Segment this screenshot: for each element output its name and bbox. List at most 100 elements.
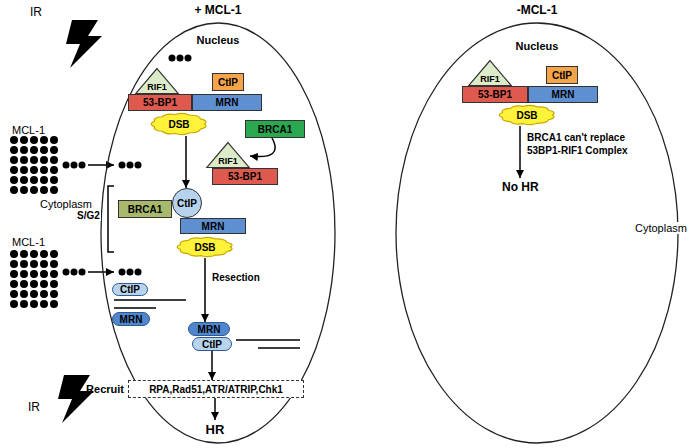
node-label: 53-BP1 [478,89,512,100]
node-label: DSB [516,110,537,121]
mcl1-dot [20,290,28,298]
protein-box: MRN [112,312,150,326]
mcl1-dot [20,146,28,154]
node-label: 53-BP1 [143,97,177,108]
flow-arrow [214,398,216,420]
mcl1-dot [10,156,18,164]
dsb-cloud: DSB [150,112,208,136]
node-label: RIF1 [480,74,500,84]
node-label: DSB [168,119,189,130]
node-label: MRN [198,324,221,335]
protein-box: MRN [180,218,246,234]
mcl1-dot [20,270,28,278]
mcl1-dot [20,250,28,258]
mcl1-dot [40,280,48,288]
mcl1-dot [50,186,58,194]
mcl1-dot [20,176,28,184]
mcl1-dot [40,300,48,308]
mcl1-dot [79,162,86,169]
mcl1-dot [40,260,48,268]
protein-box: MRN [528,86,598,103]
dna-strand [236,340,300,348]
protein-box: MRN [192,94,262,111]
rif1-triangle: RIF1 [135,68,179,94]
cloud-outline [177,237,232,256]
protein-box: CtIP [212,73,244,91]
mcl1-dot [20,156,28,164]
mcl1-dot [40,156,48,164]
node-label: MRN [552,89,575,100]
mcl1-dot [63,269,70,276]
mcl1-dot [50,176,58,184]
mcl1-dot [71,269,78,276]
cell-outline: + MCL-1NucleusRIF1CtIP53-BP1MRNDSBBRCA1R… [100,22,336,444]
node-label: 53-BP1 [228,171,262,182]
protein-box: CtIP [192,337,232,351]
mcl1-dot [30,250,38,258]
mcl1-dot [30,136,38,144]
mcl1-dot [119,269,126,276]
dsb-cloud: DSB [176,236,234,258]
mcl1-dot [50,290,58,298]
mcl1-dot [10,250,18,258]
node-label: CtIP [202,339,222,350]
lightning-bolt [58,375,94,423]
outcome-text: No HR [500,178,541,196]
mcl1-dot [30,280,38,288]
protein-box: 53-BP1 [462,86,528,103]
mcl1-dot [40,176,48,184]
protein-box: CtIP [112,283,148,296]
node-label: HR [206,422,225,437]
triangle-outline [207,143,249,168]
node-label: MRN [202,221,225,232]
mcl1-dot [40,186,48,194]
mcl1-dot [50,136,58,144]
mcl1-dot [20,260,28,268]
cell-ellipse-line [101,23,335,443]
phase-label: S/G2 [76,210,101,221]
node-label: RIF1 [147,82,167,92]
mcl1-dot [50,300,58,308]
radiation-label: IR [28,400,40,414]
rif1-triangle: RIF1 [206,142,250,168]
mcl1-dot [79,269,86,276]
mcl1-dot [30,260,38,268]
node-label: RIF1 [218,156,238,166]
mcl1-dot [10,290,18,298]
flow-arrow [519,126,521,178]
import-arrow [88,271,114,273]
mcl1-dot [20,186,28,194]
mcl1-dot [10,280,18,288]
mcl1-dot [10,136,18,144]
mcl1-dot [10,166,18,174]
node-label: BRCA1 [258,124,292,135]
mcl1-dot [10,146,18,154]
node-label: CtIP [177,198,197,209]
mcl1-dot [135,162,142,169]
dna-strand [114,300,186,308]
flow-arrow [204,258,206,322]
mcl1-dot [40,136,48,144]
mcl1-dot [63,162,70,169]
flow-arrow [211,351,213,380]
flow-arrow [185,136,187,188]
protein-box: 53-BP1 [128,94,192,111]
mcl1-dot [40,290,48,298]
mcl1-dot [30,166,38,174]
mcl1-dot [20,300,28,308]
mcl1-dot [10,300,18,308]
triangle-outline [469,61,511,86]
mcl1-dot [30,176,38,184]
protein-label: MCL-1 [12,236,45,248]
node-label: MRN [120,314,143,325]
mcl1-dot [30,146,38,154]
compartment-label: Nucleus [395,40,679,52]
mcl1-dot [135,269,142,276]
protein-box: BRCA1 [118,200,172,218]
mcl1-dot [127,162,134,169]
mcl1-dot [50,156,58,164]
mcl1-dot [71,162,78,169]
protein-box: MRN [188,322,230,336]
flow-arrow [250,138,275,157]
